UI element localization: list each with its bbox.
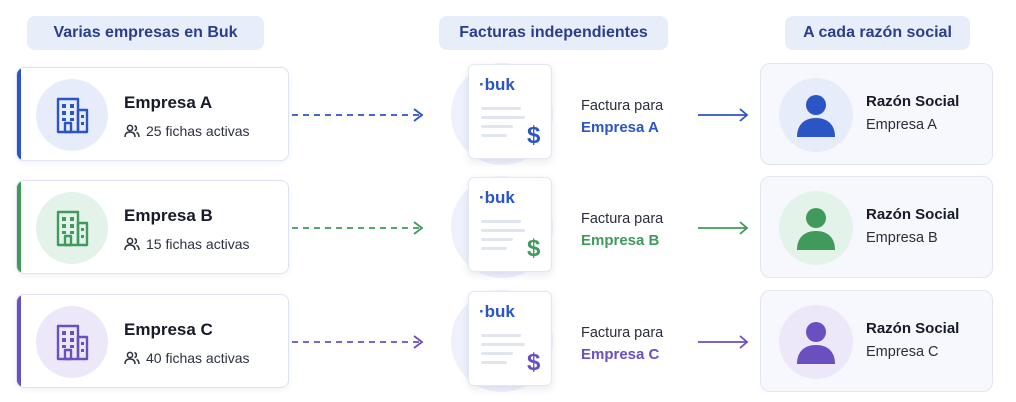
company-card: Empresa A 25 fichas activas <box>16 67 289 161</box>
fichas-text: 25 fichas activas <box>146 123 250 139</box>
buk-logo: ·buk <box>479 188 515 207</box>
fichas-count: 15 fichas activas <box>124 236 250 252</box>
accent-bar <box>17 181 21 273</box>
invoice-target: Empresa A <box>581 119 659 136</box>
dollar-icon: $ <box>527 349 541 376</box>
dashed-arrow <box>292 335 424 349</box>
invoice-target: Empresa C <box>581 346 660 363</box>
razon-social-card: Razón Social Empresa B <box>760 176 993 278</box>
header-right-label: A cada razón social <box>803 24 952 41</box>
flow-row-a: Empresa A 25 fichas activas ·buk $ Factu… <box>0 63 1016 165</box>
header-left-label: Varias empresas en Buk <box>53 24 238 41</box>
accent-bar <box>17 295 21 387</box>
header-facturas: Facturas independientes <box>439 16 668 50</box>
invoice-target: Empresa B <box>581 232 660 249</box>
person-icon-badge <box>779 305 853 379</box>
fichas-count: 40 fichas activas <box>124 350 250 366</box>
invoice-prefix: Factura para <box>581 98 664 114</box>
invoice-document-icon: ·buk $ <box>468 177 552 272</box>
entity-title: Razón Social <box>866 206 960 223</box>
text-lines-icon <box>481 220 525 250</box>
solid-arrow <box>698 221 749 235</box>
company-name: Empresa C <box>124 320 213 339</box>
text-lines-icon <box>481 334 525 364</box>
entity-name: Empresa C <box>866 344 939 360</box>
entity-title: Razón Social <box>866 93 960 110</box>
users-icon <box>124 124 140 138</box>
person-icon <box>797 208 835 250</box>
entity-name: Empresa A <box>866 117 937 133</box>
dashed-arrow <box>292 108 424 122</box>
text-lines-icon <box>481 107 525 137</box>
dollar-icon: $ <box>527 235 541 262</box>
invoice-label: Factura para Empresa A <box>581 95 663 139</box>
person-icon <box>797 95 835 137</box>
invoice-document-icon: ·buk $ <box>468 291 552 386</box>
company-name: Empresa B <box>124 206 213 225</box>
header-varias-empresas: Varias empresas en Buk <box>27 16 264 50</box>
person-icon-badge <box>779 191 853 265</box>
solid-arrow <box>698 335 749 349</box>
accent-bar <box>17 68 21 160</box>
dollar-icon: $ <box>527 122 541 149</box>
invoice-prefix: Factura para <box>581 211 664 227</box>
invoice-prefix: Factura para <box>581 325 664 341</box>
users-icon <box>124 237 140 251</box>
entity-name: Empresa B <box>866 230 938 246</box>
buk-logo: ·buk <box>479 302 515 321</box>
razon-social-card: Razón Social Empresa A <box>760 63 993 165</box>
dashed-arrow <box>292 221 424 235</box>
company-card: Empresa B 15 fichas activas <box>16 180 289 274</box>
flow-row-c: Empresa C 40 fichas activas ·buk $ Factu… <box>0 290 1016 392</box>
flow-row-b: Empresa B 15 fichas activas ·buk $ Factu… <box>0 176 1016 278</box>
building-icon-badge <box>36 306 108 378</box>
building-icon <box>56 210 89 247</box>
building-icon <box>56 97 89 134</box>
header-razon-social: A cada razón social <box>785 16 970 50</box>
building-icon <box>56 324 89 361</box>
fichas-text: 15 fichas activas <box>146 236 250 252</box>
company-card: Empresa C 40 fichas activas <box>16 294 289 388</box>
users-icon <box>124 351 140 365</box>
header-middle-label: Facturas independientes <box>459 24 648 41</box>
buk-logo: ·buk <box>479 75 515 94</box>
person-icon <box>797 322 835 364</box>
fichas-count: 25 fichas activas <box>124 123 250 139</box>
solid-arrow <box>698 108 749 122</box>
company-name: Empresa A <box>124 93 213 112</box>
invoice-label: Factura para Empresa B <box>581 208 663 252</box>
person-icon-badge <box>779 78 853 152</box>
building-icon-badge <box>36 79 108 151</box>
invoice-label: Factura para Empresa C <box>581 322 663 366</box>
entity-title: Razón Social <box>866 320 960 337</box>
fichas-text: 40 fichas activas <box>146 350 250 366</box>
building-icon-badge <box>36 192 108 264</box>
invoice-document-icon: ·buk $ <box>468 64 552 159</box>
razon-social-card: Razón Social Empresa C <box>760 290 993 392</box>
